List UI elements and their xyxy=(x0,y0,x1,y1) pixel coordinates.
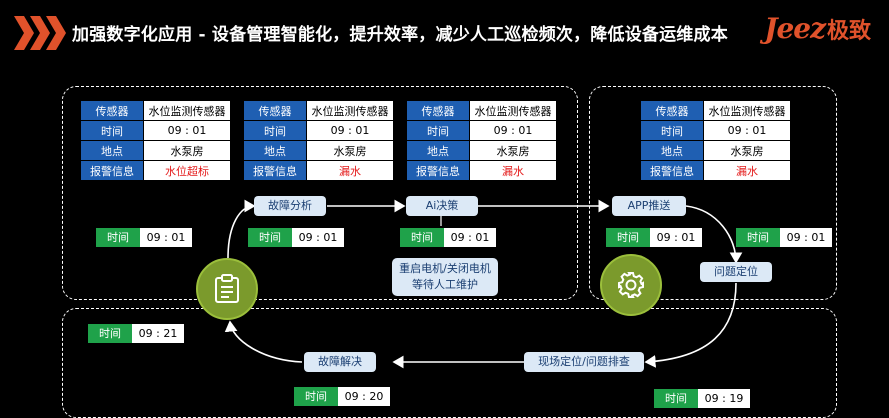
logo: Jeez极致 xyxy=(764,12,871,45)
alarm-value: 漏水 xyxy=(306,160,394,181)
table-row: 地点水泵房 xyxy=(406,140,557,161)
table-row: 报警信息漏水 xyxy=(243,160,394,181)
time-value: 09 : 01 xyxy=(292,228,344,247)
container-top-left xyxy=(62,86,578,300)
page-title: 加强数字化应用 - 设备管理智能化，提升效率，减少人工巡检频次，降低设备运维成本 xyxy=(72,25,728,45)
table-row: 传感器水位监测传感器 xyxy=(640,100,791,121)
gear-icon xyxy=(618,272,644,298)
sensor-value: 水泵房 xyxy=(469,140,557,161)
sensor-value: 水泵房 xyxy=(306,140,394,161)
sensor-key: 传感器 xyxy=(80,100,144,121)
sensor-key: 时间 xyxy=(406,120,470,141)
time-value: 09 : 01 xyxy=(140,228,192,247)
time-label: 时间 xyxy=(88,324,132,343)
time-value: 09 : 19 xyxy=(698,389,750,408)
sensor-key: 时间 xyxy=(80,120,144,141)
flow-app-push: APP推送 xyxy=(612,196,686,216)
sensor-value: 水泵房 xyxy=(703,140,791,161)
logo-cn: 极致 xyxy=(826,19,871,44)
time-value: 09 : 01 xyxy=(444,228,496,247)
time-value: 09 : 01 xyxy=(650,228,702,247)
sensor-key: 传感器 xyxy=(243,100,307,121)
time-label: 时间 xyxy=(248,228,292,247)
sensor-key: 地点 xyxy=(640,140,704,161)
sensor-key: 报警信息 xyxy=(80,160,144,181)
table-row: 地点水泵房 xyxy=(640,140,791,161)
flow-fault-resolve: 故障解决 xyxy=(304,352,376,372)
sensor-key: 时间 xyxy=(640,120,704,141)
restart-note-line-1: 重启电机/关闭电机 xyxy=(399,262,491,275)
clipboard-circle xyxy=(196,258,258,320)
flow-onsite-check: 现场定位/问题排查 xyxy=(524,352,644,372)
alarm-value: 漏水 xyxy=(469,160,557,181)
sensor-value: 水位监测传感器 xyxy=(143,100,231,121)
sensor-value: 水位监测传感器 xyxy=(703,100,791,121)
sensor-value: 09 : 01 xyxy=(306,120,394,141)
sensor-value: 09 : 01 xyxy=(143,120,231,141)
sensor-key: 地点 xyxy=(80,140,144,161)
flow-problem-locate: 问题定位 xyxy=(700,262,772,282)
time-label: 时间 xyxy=(96,228,140,247)
table-row: 报警信息漏水 xyxy=(406,160,557,181)
logo-brand: Jeez xyxy=(764,12,826,45)
header-chevrons-icon xyxy=(14,16,66,54)
sensor-value: 09 : 01 xyxy=(469,120,557,141)
flow-connectors xyxy=(224,199,743,369)
sensor-key: 地点 xyxy=(406,140,470,161)
table-row: 地点水泵房 xyxy=(80,140,231,161)
table-row: 传感器水位监测传感器 xyxy=(80,100,231,121)
sensor-key: 传感器 xyxy=(640,100,704,121)
sensor-value: 水位监测传感器 xyxy=(306,100,394,121)
time-value: 09 : 01 xyxy=(780,228,832,247)
restart-note-line-2: 等待人工维护 xyxy=(412,278,478,291)
time-label: 时间 xyxy=(606,228,650,247)
alarm-value: 水位超标 xyxy=(143,160,231,181)
time-label: 时间 xyxy=(654,389,698,408)
sensor-value: 09 : 01 xyxy=(703,120,791,141)
gear-circle xyxy=(600,254,662,316)
restart-note: 重启电机/关闭电机 等待人工维护 xyxy=(392,258,498,296)
alarm-value: 漏水 xyxy=(703,160,791,181)
container-top-right xyxy=(589,86,837,300)
clipboard-icon xyxy=(215,274,239,303)
flow-fault-analysis: 故障分析 xyxy=(254,196,326,216)
table-row: 地点水泵房 xyxy=(243,140,394,161)
sensor-key: 报警信息 xyxy=(406,160,470,181)
time-label: 时间 xyxy=(400,228,444,247)
sensor-key: 时间 xyxy=(243,120,307,141)
table-row: 报警信息水位超标 xyxy=(80,160,231,181)
time-value: 09 : 21 xyxy=(132,324,184,343)
table-row: 传感器水位监测传感器 xyxy=(406,100,557,121)
table-row: 报警信息漏水 xyxy=(640,160,791,181)
sensor-key: 报警信息 xyxy=(243,160,307,181)
sensor-key: 地点 xyxy=(243,140,307,161)
time-value: 09 : 20 xyxy=(338,387,390,406)
time-label: 时间 xyxy=(294,387,338,406)
table-row: 传感器水位监测传感器 xyxy=(243,100,394,121)
sensor-value: 水位监测传感器 xyxy=(469,100,557,121)
flow-ai-decision: Ai决策 xyxy=(406,196,478,216)
sensor-key: 报警信息 xyxy=(640,160,704,181)
sensor-value: 水泵房 xyxy=(143,140,231,161)
sensor-key: 传感器 xyxy=(406,100,470,121)
time-label: 时间 xyxy=(736,228,780,247)
